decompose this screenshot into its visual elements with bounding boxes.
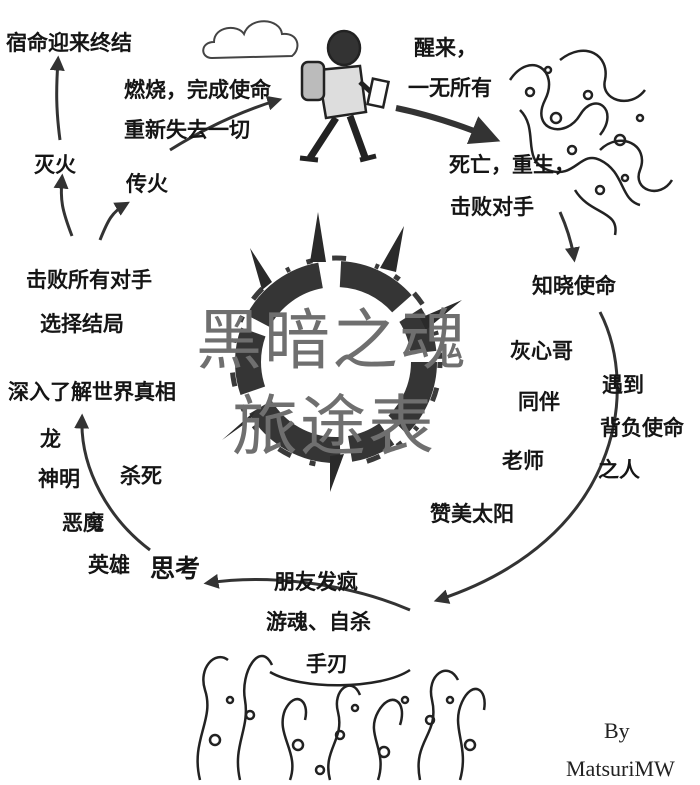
label-wake: 醒来， xyxy=(414,36,477,60)
credit-by: By xyxy=(604,718,630,743)
label-think: 思考 xyxy=(150,554,201,583)
flame-tendrils-top xyxy=(508,49,674,236)
label-nothing: 一无所有 xyxy=(408,76,492,100)
label-companion: 同伴 xyxy=(518,390,560,414)
label-heroes: 英雄 xyxy=(88,553,130,577)
cycle-arrows xyxy=(49,55,619,612)
label-demons: 恶魔 xyxy=(62,511,104,535)
label-friends-mad: 朋友发疯 xyxy=(274,570,358,594)
label-hollow-suicide: 游魂、自杀 xyxy=(266,610,371,634)
label-bearer: 背负使命 xyxy=(600,416,684,440)
label-praise-sun: 赞美太阳 xyxy=(430,502,514,526)
label-world-truth: 深入了解世界真相 xyxy=(8,380,176,404)
label-death-rebirth: 死亡，重生， xyxy=(449,153,575,177)
flame-tendrils-bottom xyxy=(196,654,486,781)
diagram-title-line1: 黑暗之魂 xyxy=(196,302,468,379)
credit-author: MatsuriMW xyxy=(566,756,675,781)
label-blade: 手刃 xyxy=(306,652,348,676)
label-gray-bro: 灰心哥 xyxy=(510,339,573,363)
label-gods: 神明 xyxy=(38,467,80,491)
label-destiny-ends: 宿命迎来终结 xyxy=(6,31,132,55)
traveler-figure xyxy=(299,29,391,163)
label-meet: 遇到 xyxy=(602,373,644,397)
label-dragon: 龙 xyxy=(40,427,61,451)
label-kill: 杀死 xyxy=(120,464,162,488)
label-choose-ending: 选择结局 xyxy=(40,312,124,336)
diagram-title-line2: 旅途表 xyxy=(232,388,436,465)
label-lose-everything: 重新失去一切 xyxy=(124,118,250,142)
label-teacher: 老师 xyxy=(502,449,544,473)
label-extinguish: 灭火 xyxy=(34,153,76,177)
label-know-mission: 知晓使命 xyxy=(532,274,616,298)
darksign-ring-icon xyxy=(222,212,462,492)
label-burn-complete: 燃烧，完成使命 xyxy=(124,78,271,102)
label-link-fire: 传火 xyxy=(126,172,168,196)
cloud-icon xyxy=(202,20,299,60)
label-defeat-opponents: 击败对手 xyxy=(450,195,534,219)
label-defeat-all: 击败所有对手 xyxy=(26,268,152,292)
label-person: 之人 xyxy=(598,458,640,482)
